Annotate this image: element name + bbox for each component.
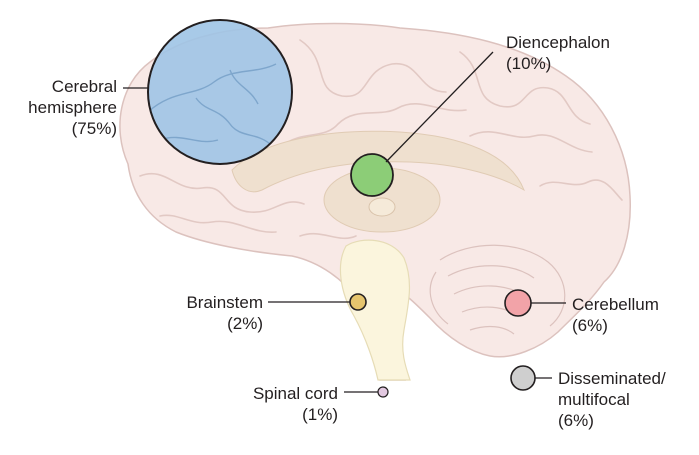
disseminated-name-line1: Disseminated/ <box>558 369 666 388</box>
gyri-folds <box>139 39 623 240</box>
label-spinal-cord: Spinal cord (1%) <box>253 383 338 425</box>
brainstem-shape <box>339 239 411 381</box>
brainstem-name: Brainstem <box>186 293 263 312</box>
cerebral-name-line2: hemisphere <box>28 98 117 117</box>
disseminated-circle <box>510 365 536 391</box>
label-cerebral-hemisphere: Cerebral hemisphere (75%) <box>28 76 117 139</box>
disseminated-name-line2: multifocal <box>558 390 630 409</box>
small-structure <box>368 197 396 217</box>
spinal-cord-percent: (1%) <box>302 405 338 424</box>
cerebellum-name: Cerebellum <box>572 295 659 314</box>
spinal-cord-dot <box>377 386 389 398</box>
leader-lines <box>123 51 566 393</box>
brainstem-dot <box>349 293 367 311</box>
diencephalon-percent: (10%) <box>506 54 552 73</box>
cerebellum-dot <box>504 289 532 317</box>
diencephalon-circle <box>350 153 394 197</box>
cerebellum-percent: (6%) <box>572 316 608 335</box>
spinal-cord-name: Spinal cord <box>252 384 338 403</box>
disseminated-percent: (6%) <box>558 411 594 430</box>
label-diencephalon: Diencephalon (10%) <box>506 32 610 74</box>
brainstem-percent: (2%) <box>227 314 263 333</box>
label-disseminated: Disseminated/ multifocal (6%) <box>558 368 666 431</box>
label-cerebellum: Cerebellum (6%) <box>572 294 659 336</box>
cerebral-hemisphere-circle <box>148 20 292 164</box>
diencephalon-name: Diencephalon <box>506 33 610 52</box>
label-brainstem: Brainstem (2%) <box>186 292 263 334</box>
cerebral-percent: (75%) <box>71 119 117 138</box>
cerebral-name-line1: Cerebral <box>51 77 117 96</box>
